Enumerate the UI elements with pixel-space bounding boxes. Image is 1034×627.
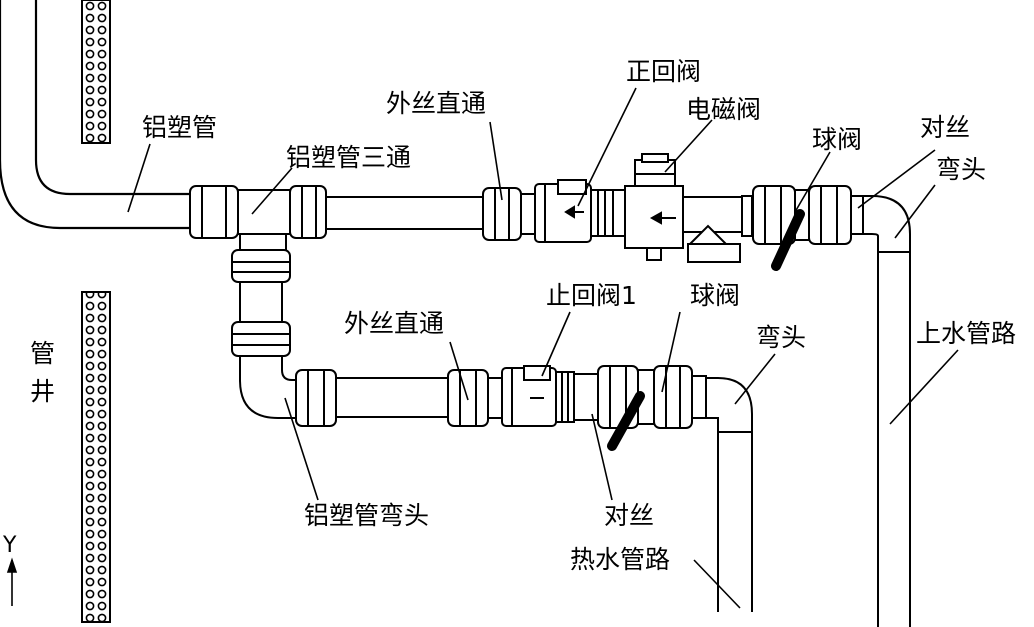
label-axis: Y [2, 533, 17, 558]
label-pipe: 铝塑管 [142, 113, 217, 142]
elbow-top-right [862, 195, 911, 627]
label-shaft-1: 管 [30, 339, 55, 368]
shaft-wall-top [81, 0, 111, 144]
branch-vertical [231, 249, 291, 357]
label-elbow-top: 弯头 [936, 155, 986, 184]
label-check-valve-bottom: 止回阀1 [546, 281, 637, 310]
shaft-wall-bottom [81, 291, 111, 623]
label-tee: 铝塑管三通 [286, 143, 411, 172]
leader-lines [127, 87, 959, 609]
label-supply-line: 上水管路 [916, 319, 1016, 348]
label-check-valve-top: 正回阀 [626, 57, 701, 86]
label-nipple-bottom: 对丝 [604, 501, 654, 530]
ball-valve-bottom [573, 365, 707, 451]
label-coupling-top: 外丝直通 [386, 89, 486, 118]
check-valve-bottom [501, 365, 575, 427]
top-run-pipes [325, 196, 755, 233]
ball-valve-top [752, 185, 864, 271]
elbow-bottom-right [705, 377, 753, 612]
label-ball-valve-bottom: 球阀 [690, 281, 740, 310]
label-hot-line: 热水管路 [570, 545, 670, 574]
label-elbow-bottom: 弯头 [756, 323, 806, 352]
label-coupling-bottom: 外丝直通 [344, 309, 444, 338]
check-valve-top [534, 179, 614, 243]
label-nipple-top: 对丝 [920, 113, 970, 142]
tee-fitting [189, 185, 327, 253]
label-shaft-2: 井 [30, 377, 55, 406]
main-pipe [0, 0, 192, 230]
bottom-run [295, 369, 503, 427]
bracket-top [687, 195, 753, 263]
coupling-top [482, 187, 536, 241]
axis-arrow [6, 557, 18, 606]
label-solenoid-valve: 电磁阀 [686, 95, 761, 124]
label-elbow-pipe: 铝塑管弯头 [304, 501, 429, 530]
label-ball-valve-top: 球阀 [812, 125, 862, 154]
elbow-bottom-left [239, 356, 298, 419]
solenoid-valve [612, 153, 684, 261]
